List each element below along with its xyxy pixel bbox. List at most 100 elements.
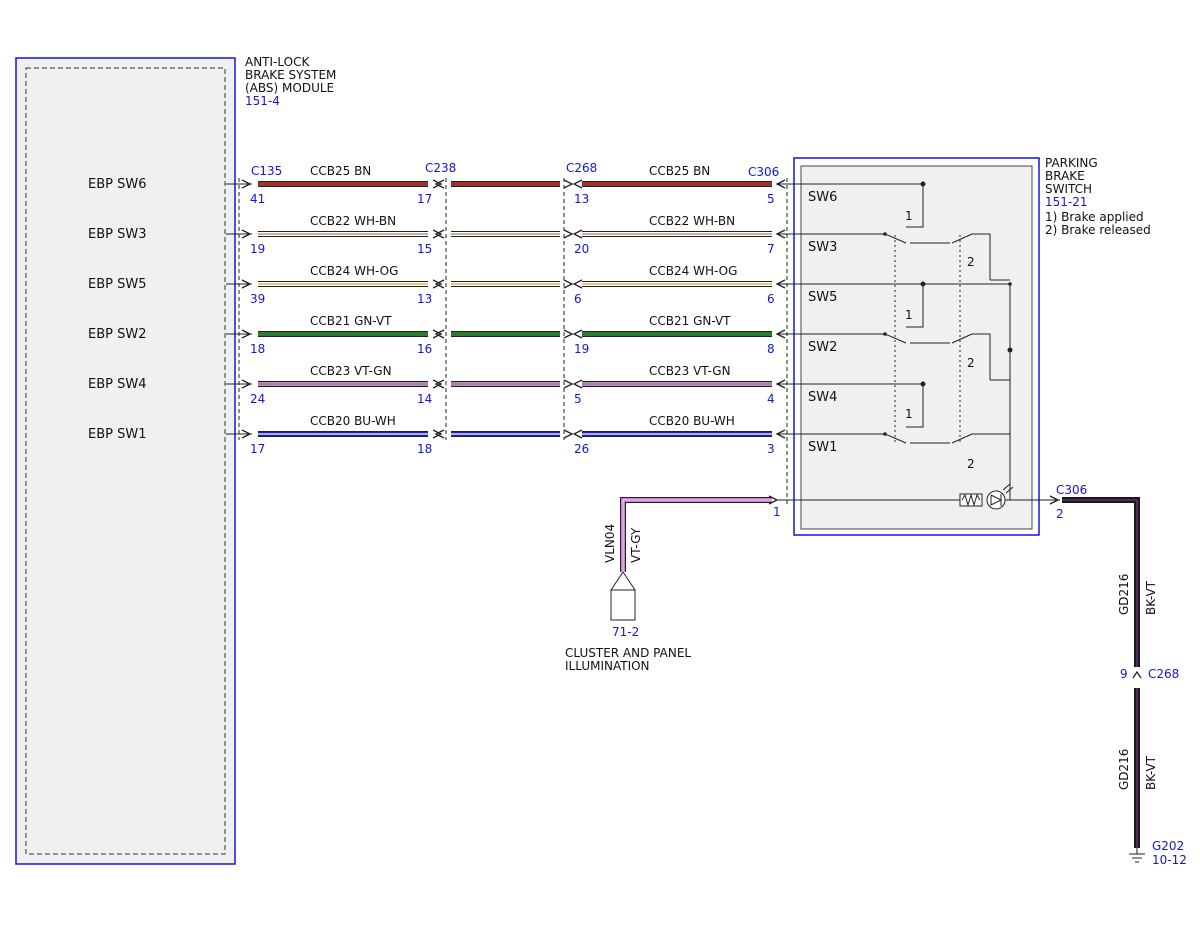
illumination-pin-label: 1 [773, 505, 781, 519]
switch-terminal-label-sw1: SW1 [808, 440, 837, 455]
switch-pair1-top-node [920, 181, 926, 187]
signal-label-sw1: EBP SW1 [88, 427, 146, 442]
abs-module-outline [15, 57, 236, 865]
circuit-label-left-3: CCB21 GN-VT [310, 314, 392, 328]
cluster-arrow-right [622, 571, 636, 591]
switch-pair1-common [906, 184, 924, 228]
pin-label-0-0: 41 [250, 192, 265, 206]
switch-pair1-return [972, 233, 991, 280]
switch-pair1-released-label: 2 [967, 255, 975, 269]
signal-label-sw4: EBP SW4 [88, 377, 146, 392]
c238-arrow-left-icon-3 [434, 329, 445, 339]
c268-arrow-right-icon-1 [563, 229, 574, 239]
circuit-label-left-1: CCB22 WH-BN [310, 214, 396, 228]
pin-label-3-1: 16 [417, 342, 432, 356]
switch-pair1-contact-a [884, 233, 907, 244]
pin-label-5-1: 18 [417, 442, 432, 456]
pin-label-1-0: 19 [250, 242, 265, 256]
ground-circuit: C306 2 GD216 BK-VT 9 C268 GD216 BK-VT G2… [1049, 483, 1187, 867]
pin-label-2-2: 6 [574, 292, 582, 306]
illumination-wire-stripe [622, 499, 772, 572]
pin-label-0-1: 17 [417, 192, 432, 206]
switch-state-labels: 1 2 1 2 1 2 [905, 209, 975, 471]
c238-arrow-right-icon-3 [432, 329, 443, 339]
switch-pair3-contact-b [951, 433, 973, 444]
switch-pair3-contact-a [884, 433, 907, 444]
switch-pair2-top-node [920, 281, 926, 287]
illumination-color-label: VT-GY [629, 527, 643, 563]
switch-pair2-applied-label: 1 [905, 308, 913, 322]
pin-label-2-0: 39 [250, 292, 265, 306]
signal-label-sw3: EBP SW3 [88, 227, 146, 242]
pin-label-1-1: 15 [417, 242, 432, 256]
pin-label-4-1: 14 [417, 392, 432, 406]
c268-arrow-left-icon-3 [572, 329, 583, 339]
ground-top-pin-label: 2 [1056, 507, 1064, 521]
ground-upper-color-label: BK-VT [1144, 580, 1158, 615]
switch-mechanism [884, 181, 1013, 500]
c135-arrow-icon-5 [241, 429, 252, 439]
parking-brake-switch: PARKING BRAKE SWITCH 151-21 1) Brake app… [793, 156, 1151, 536]
switch-pair3-released-label: 2 [967, 457, 975, 471]
abs-module-title-line3: (ABS) MODULE [245, 81, 334, 95]
switch-title-line3: SWITCH [1045, 182, 1092, 196]
ground-mid-pin-label: 9 [1120, 667, 1128, 681]
cluster-page-ref: 71-2 [612, 625, 639, 639]
led-ray-2 [1005, 486, 1014, 494]
pin-label-3-3: 8 [767, 342, 775, 356]
illumination-wire: VLN04 VT-GY 71-2 CLUSTER AND PANEL ILLUM… [565, 495, 779, 673]
c238-arrow-right-icon-0 [432, 179, 443, 189]
circuit-label-right-3: CCB21 GN-VT [649, 314, 731, 328]
led-triangle [990, 494, 1003, 506]
c238-arrow-right-icon-5 [432, 429, 443, 439]
circuit-label-right-5: CCB20 BU-WH [649, 414, 735, 428]
ground-top-connector-label: C306 [1056, 483, 1087, 497]
switch-pair3-top-node [920, 381, 926, 387]
circuit-label-right-2: CCB24 WH-OG [649, 264, 737, 278]
switch-title-line1: PARKING [1045, 156, 1098, 170]
switch-terminal-label-sw4: SW4 [808, 390, 837, 405]
abs-module-title-line1: ANTI-LOCK [245, 55, 310, 69]
switch-pair2-contact-b [951, 333, 973, 344]
ground-lower-circuit-label: GD216 [1117, 749, 1131, 790]
c268-arrow-left-icon-0 [572, 179, 583, 189]
c268-arrow-right-icon-5 [563, 429, 574, 439]
pin-label-1-2: 20 [574, 242, 589, 256]
switch-bus-node [1007, 347, 1013, 353]
c238-arrow-left-icon-1 [434, 229, 445, 239]
c268-arrow-left-icon-5 [572, 429, 583, 439]
circuit-label-right-1: CCB22 WH-BN [649, 214, 735, 228]
pin-label-2-3: 6 [767, 292, 775, 306]
cluster-connector-icon [610, 589, 636, 621]
circuit-label-right-0: CCB25 BN [649, 164, 710, 178]
switch-title-line2: BRAKE [1045, 169, 1085, 183]
switch-note-released: 2) Brake released [1045, 223, 1151, 237]
circuit-label-left-4: CCB23 VT-GN [310, 364, 392, 378]
connector-c238-label: C238 [425, 161, 456, 175]
ground-upper-circuit-label: GD216 [1117, 574, 1131, 615]
c238-arrow-left-icon-4 [434, 379, 445, 389]
ground-wire-upper-stripe [1062, 499, 1138, 667]
circuit-label-right-4: CCB23 VT-GN [649, 364, 731, 378]
pin-label-0-3: 5 [767, 192, 775, 206]
cluster-arrow-left [610, 571, 624, 591]
c268-arrow-right-icon-3 [563, 329, 574, 339]
c268-arrow-right-icon-0 [563, 179, 574, 189]
circuit-label-left-5: CCB20 BU-WH [310, 414, 396, 428]
pin-label-5-3: 3 [767, 442, 775, 456]
signal-label-sw5: EBP SW5 [88, 277, 146, 292]
indicator-lamp-circuit: 1 [773, 483, 1060, 519]
c135-arrow-icon-3 [241, 329, 252, 339]
pin-label-4-0: 24 [250, 392, 265, 406]
pin-label-1-3: 7 [767, 242, 775, 256]
ground-ref-label: G202 [1152, 839, 1184, 853]
illumination-circuit-label: VLN04 [603, 524, 617, 563]
c238-arrow-right-icon-2 [432, 279, 443, 289]
switch-pair1-applied-label: 1 [905, 209, 913, 223]
pin-label-5-2: 26 [574, 442, 589, 456]
switch-pair2-return [972, 333, 991, 380]
signal-label-sw6: EBP SW6 [88, 177, 146, 192]
led-icon [986, 490, 1006, 510]
connector-c306-label: C306 [748, 165, 779, 179]
